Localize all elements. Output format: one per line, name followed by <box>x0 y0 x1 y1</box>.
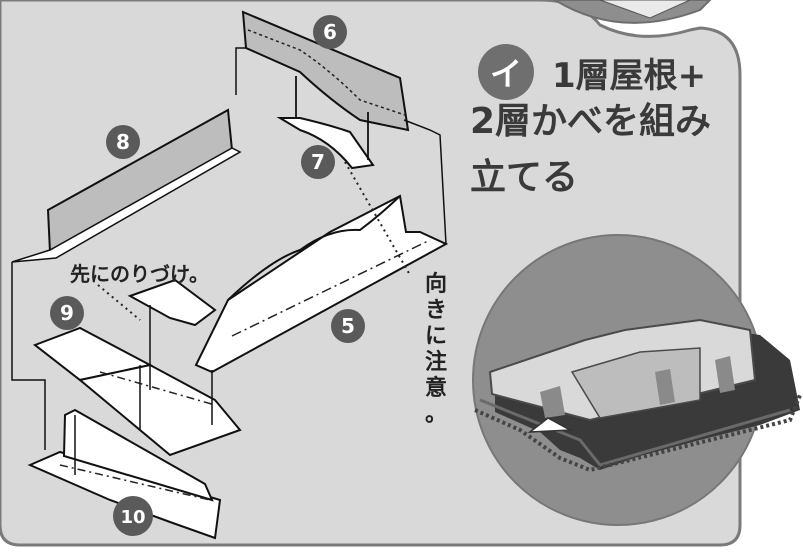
part-5-label: 5 <box>341 314 355 338</box>
orientation-char: き <box>424 298 447 323</box>
part-9-piece <box>32 278 242 457</box>
part-8-wall <box>11 108 242 263</box>
orientation-char: に <box>424 324 447 349</box>
part-6-wall <box>241 10 410 132</box>
step-marker-icon: イ <box>478 44 534 100</box>
orientation-char: 注 <box>424 350 447 375</box>
part-7-piece <box>276 76 375 170</box>
part-badge-10: 10 <box>113 496 153 536</box>
part-6-label: 6 <box>323 20 337 44</box>
orientation-note: 向 き に 注 意 。 <box>422 272 450 428</box>
part-badge-8: 8 <box>106 125 140 159</box>
part-7-label: 7 <box>311 150 325 174</box>
step-heading: イ 1層屋根+ <box>478 44 706 100</box>
glue-first-note: 先にのりづけ。 <box>70 262 209 286</box>
part-5-roof <box>194 194 449 374</box>
part-10-piece <box>27 408 222 540</box>
orientation-char: 。 <box>424 402 447 427</box>
part-badge-5: 5 <box>331 309 365 343</box>
part-10-label: 10 <box>120 507 145 528</box>
assembly-guide-lines <box>11 47 447 475</box>
part-9-label: 9 <box>60 301 74 325</box>
part-badge-7: 7 <box>301 145 335 179</box>
part-badge-6: 6 <box>313 15 347 49</box>
step-title-line1: 1層屋根+ <box>552 55 707 96</box>
leader-lines <box>97 161 411 321</box>
step-title-line2: 2層かべを組み <box>470 101 712 142</box>
step-title-line3: 立てる <box>470 157 579 198</box>
orientation-char: 意 <box>424 376 447 401</box>
previous-step-photo <box>553 0 712 24</box>
part-badge-9: 9 <box>50 296 84 330</box>
finished-model-photo <box>472 234 802 526</box>
part-8-label: 8 <box>116 130 130 154</box>
orientation-char: 向 <box>424 272 447 297</box>
